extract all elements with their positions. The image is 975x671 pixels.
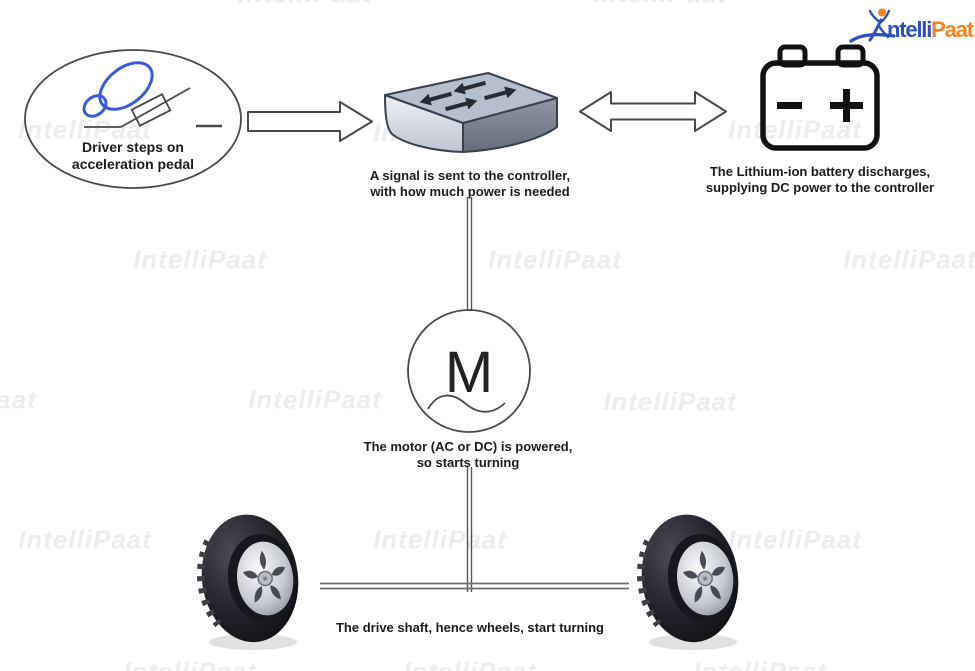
- drive-shaft-line: [320, 582, 629, 590]
- pedal-step-group: [24, 49, 242, 189]
- logo-text-blue: ntelli: [887, 17, 931, 42]
- drive-shaft-caption: The drive shaft, hence wheels, start tur…: [310, 620, 630, 636]
- battery-caption-line2: supplying DC power to the controller: [705, 180, 935, 195]
- pedal-caption: Driver steps on acceleration pedal: [13, 139, 253, 173]
- pedal-caption-line1: Driver steps on: [82, 139, 184, 155]
- intellipaat-logo: ntelliPaat: [849, 8, 975, 43]
- battery-caption-line1: The Lithium-ion battery discharges,: [709, 164, 931, 179]
- battery-icon: [760, 44, 880, 151]
- logo-text-orange: Paat: [931, 17, 975, 42]
- arrow-right-icon: [247, 101, 373, 142]
- battery-caption: The Lithium-ion battery discharges, supp…: [660, 164, 975, 196]
- pedal-caption-line2: acceleration pedal: [71, 156, 195, 172]
- svg-text:ntelliPaat: ntelliPaat: [887, 17, 975, 42]
- arrow-double-icon: [579, 91, 727, 132]
- wheel-left-icon: [194, 509, 306, 650]
- motor-caption: The motor (AC or DC) is powered, so star…: [308, 439, 628, 471]
- controller-caption-line2: with how much power is needed: [370, 184, 570, 199]
- logo-person-head: [878, 8, 886, 17]
- logo-person-icon: [849, 9, 896, 43]
- wheel-right-icon: [634, 509, 746, 650]
- signal-wire-top: [466, 197, 473, 310]
- plus-terminal-icon: [830, 89, 863, 122]
- drive-shaft-caption-line: The drive shaft, hence wheels, start tur…: [335, 620, 604, 635]
- signal-wire-bottom: [466, 467, 473, 592]
- motor-symbol: M: [445, 340, 493, 405]
- motor-caption-line2: so starts turning: [416, 455, 520, 470]
- minus-terminal-icon: [777, 102, 802, 109]
- footprint-icon: [82, 61, 154, 118]
- controller-icon: [384, 72, 558, 153]
- controller-caption: A signal is sent to the controller, with…: [310, 168, 630, 200]
- controller-caption-line1: A signal is sent to the controller,: [369, 168, 571, 183]
- motor-circle-icon: [407, 309, 531, 433]
- motor-caption-line1: The motor (AC or DC) is powered,: [363, 439, 573, 454]
- pedal-ellipse-outline: [24, 49, 242, 189]
- pedal-icon: [84, 87, 222, 128]
